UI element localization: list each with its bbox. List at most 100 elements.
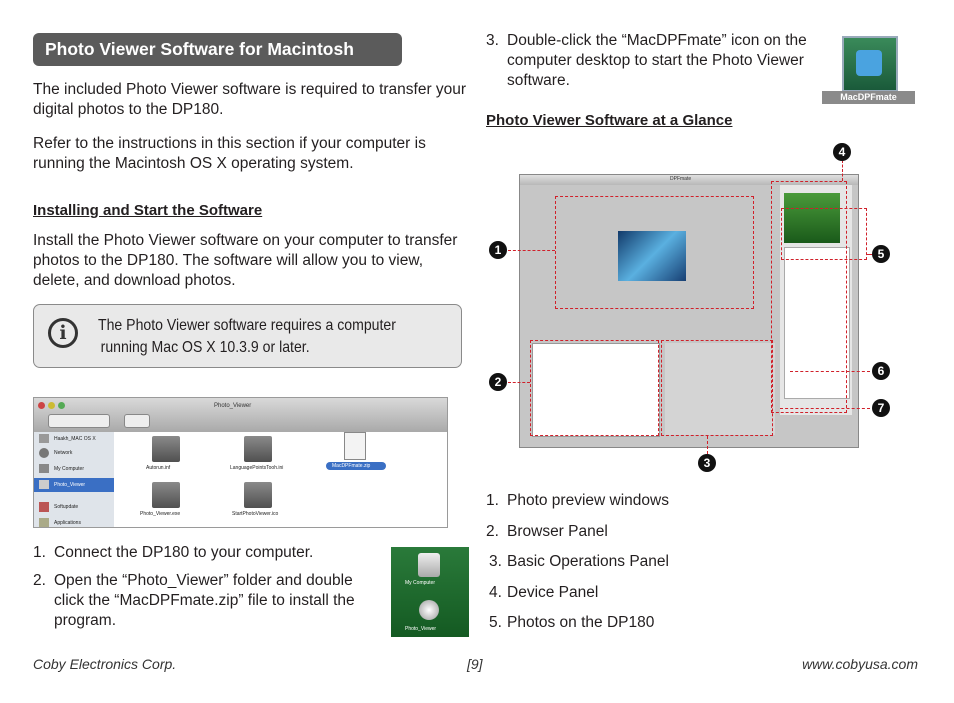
legend-number: 3. bbox=[489, 553, 502, 570]
browser-panel-list bbox=[532, 343, 660, 437]
callout-line bbox=[780, 408, 870, 409]
intro-paragraph-1: The included Photo Viewer software is re… bbox=[33, 81, 467, 118]
viewer-titlebar: DPFmate bbox=[520, 175, 858, 185]
legend-text: Photo preview windows bbox=[507, 492, 669, 509]
legend-number: 5. bbox=[489, 614, 502, 631]
step-2-text: Open the “Photo_Viewer” folder and doubl… bbox=[54, 572, 355, 629]
callout-line bbox=[867, 254, 872, 255]
preview-photo bbox=[618, 231, 686, 281]
callout-badge-5: 5 bbox=[872, 245, 890, 263]
computer-icon bbox=[39, 464, 49, 473]
sidebar-item: Haakh_MAC OS X bbox=[54, 436, 96, 442]
device-file-list bbox=[784, 247, 850, 399]
file-label: LanguagePointsTooh.ini bbox=[230, 465, 284, 471]
sidebar-item: Photo_Viewer bbox=[54, 482, 86, 488]
callout-badge-1: 1 bbox=[489, 241, 507, 259]
device-panel-callout-box bbox=[771, 181, 847, 413]
zip-icon bbox=[344, 432, 366, 460]
callout-badge-6: 6 bbox=[872, 362, 890, 380]
macdpfmate-app-icon: MacDPFmate bbox=[822, 34, 915, 106]
folder-icon bbox=[39, 480, 49, 489]
legend-text: Photos on the DP180 bbox=[507, 614, 655, 631]
zoom-dot-icon bbox=[58, 402, 65, 409]
note-text: The Photo Viewer software requires a com… bbox=[98, 315, 450, 359]
computer-icon bbox=[418, 553, 440, 577]
applications-icon bbox=[39, 518, 49, 527]
file-label: MacDPFmate.zip bbox=[332, 463, 371, 469]
glance-heading: Photo Viewer Software at a Glance bbox=[486, 112, 733, 129]
operations-panel-callout-box bbox=[661, 340, 773, 436]
device-panel bbox=[780, 185, 852, 415]
file-label: StartPhotoViewer.ico bbox=[232, 511, 279, 517]
finder-screenshot: Photo_Viewer Haakh_MAC OS X Network My C… bbox=[33, 397, 448, 528]
preview-window-callout-box bbox=[555, 196, 754, 309]
legend-number: 1. bbox=[486, 492, 499, 509]
footer-page-number: [9] bbox=[467, 656, 483, 672]
callout-line bbox=[707, 436, 708, 454]
section-title: Photo Viewer Software for Macintosh bbox=[33, 33, 402, 66]
legend-number: 4. bbox=[489, 584, 502, 601]
view-buttons bbox=[48, 414, 110, 428]
disk-icon bbox=[39, 434, 49, 443]
legend-number: 2. bbox=[486, 523, 499, 540]
puzzle-piece-icon bbox=[856, 50, 882, 76]
finder-sidebar: Haakh_MAC OS X Network My Computer Photo… bbox=[34, 432, 114, 527]
footer-company: Coby Electronics Corp. bbox=[33, 656, 177, 672]
legend-text: Browser Panel bbox=[507, 523, 608, 540]
note-line-1: The Photo Viewer software requires a com… bbox=[98, 317, 396, 334]
note-line-2: running Mac OS X 10.3.9 or later. bbox=[100, 339, 310, 356]
step-2-number: 2. bbox=[33, 572, 46, 589]
callout-badge-7: 7 bbox=[872, 399, 890, 417]
step-3-text: Double-click the “MacDPFmate” icon on th… bbox=[507, 32, 807, 89]
install-heading: Installing and Start the Software bbox=[33, 202, 263, 219]
cd-icon bbox=[419, 600, 439, 620]
desktop-icon-label: My Computer bbox=[405, 580, 436, 586]
operations-panel bbox=[665, 343, 775, 435]
close-dot-icon bbox=[38, 402, 45, 409]
file-icon bbox=[244, 436, 272, 462]
callout-line bbox=[508, 382, 530, 383]
desktop-icons-thumbnail: My Computer Photo_Viewer bbox=[391, 547, 469, 637]
device-photos-callout-box bbox=[781, 208, 867, 260]
browser-panel-callout-box bbox=[530, 340, 659, 436]
file-label: Photo_Viewer.exe bbox=[140, 511, 181, 517]
file-selection bbox=[326, 462, 386, 470]
file-icon bbox=[152, 436, 180, 462]
sidebar-item: Softupdate bbox=[54, 504, 79, 510]
device-photo-thumbnail bbox=[784, 193, 840, 243]
sidebar-item: Network bbox=[54, 450, 73, 456]
callout-badge-3: 3 bbox=[698, 454, 716, 472]
legend-text: Device Panel bbox=[507, 584, 599, 601]
finder-toolbar: Photo_Viewer bbox=[34, 398, 447, 432]
app-icon-label: MacDPFmate bbox=[822, 91, 915, 104]
desktop-icon-label: Photo_Viewer bbox=[405, 626, 437, 632]
callout-line bbox=[790, 371, 870, 372]
legend-text: Basic Operations Panel bbox=[507, 553, 669, 570]
footer-website: www.cobyusa.com bbox=[802, 656, 918, 672]
file-icon bbox=[152, 482, 180, 508]
callout-line bbox=[842, 160, 843, 181]
callout-badge-2: 2 bbox=[489, 373, 507, 391]
install-paragraph: Install the Photo Viewer software on you… bbox=[33, 232, 458, 289]
sidebar-item: My Computer bbox=[54, 466, 85, 472]
step-1-number: 1. bbox=[33, 544, 46, 561]
sidebar-selection bbox=[34, 478, 114, 492]
sidebar-item: Applications bbox=[54, 520, 81, 526]
note-box: i The Photo Viewer software requires a c… bbox=[33, 304, 462, 368]
puzzle-icon bbox=[842, 36, 898, 92]
file-icon bbox=[244, 482, 272, 508]
minimize-dot-icon bbox=[48, 402, 55, 409]
softupdate-icon bbox=[39, 502, 49, 512]
intro-paragraph-2: Refer to the instructions in this sectio… bbox=[33, 135, 426, 172]
step-1-text: Connect the DP180 to your computer. bbox=[54, 544, 314, 561]
viewer-title: DPFmate bbox=[670, 176, 692, 182]
info-icon: i bbox=[48, 318, 78, 348]
action-button bbox=[124, 414, 150, 428]
photo-viewer-screenshot: DPFmate bbox=[519, 174, 859, 448]
callout-line bbox=[508, 250, 555, 251]
step-3-number: 3. bbox=[486, 32, 499, 49]
finder-title: Photo_Viewer bbox=[214, 403, 252, 409]
callout-badge-4: 4 bbox=[833, 143, 851, 161]
file-label: Autorun.inf bbox=[146, 465, 171, 471]
network-icon bbox=[39, 448, 49, 458]
